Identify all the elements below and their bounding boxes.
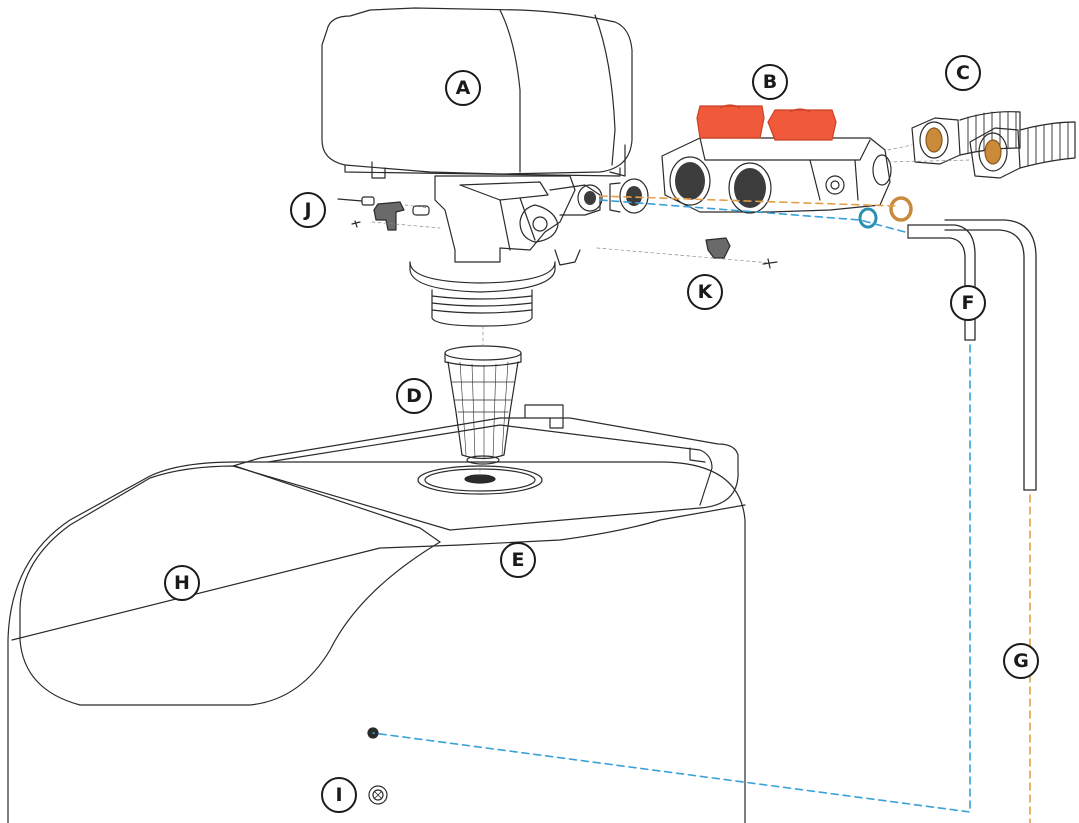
leader-lines (371, 144, 971, 476)
drain-tube (944, 219, 1037, 491)
label-a: A (445, 70, 481, 106)
valve-body (434, 175, 603, 266)
label-d: D (396, 378, 432, 414)
orange-dashed-connection (599, 195, 1031, 823)
cabinet-lid (19, 417, 739, 706)
o-rings (858, 196, 913, 229)
overflow-plug (368, 785, 388, 805)
overflow-elbow (907, 224, 976, 341)
lid-tabs (524, 404, 706, 463)
label-h: H (164, 565, 200, 601)
control-valve-head (321, 7, 633, 179)
label-k: K (687, 274, 723, 310)
cabinet (7, 461, 746, 823)
connection-hose-2 (969, 121, 1076, 179)
label-f: F (950, 285, 986, 321)
clip-k (705, 237, 778, 269)
blue-dashed-connection (372, 199, 971, 813)
clip-set-j (337, 196, 430, 231)
bypass-handle-left (696, 104, 765, 139)
label-b: B (752, 64, 788, 100)
bypass-valve (661, 137, 892, 214)
bypass-handle-right (767, 108, 837, 141)
label-j: J (290, 192, 326, 228)
label-c: C (945, 55, 981, 91)
adapter-fitting (609, 178, 649, 214)
valve-threaded-base (409, 261, 556, 327)
label-g: G (1003, 643, 1039, 679)
label-i: I (321, 777, 357, 813)
label-e: E (500, 542, 536, 578)
connection-hose-1 (911, 111, 1021, 165)
distributor-screen (444, 345, 522, 465)
